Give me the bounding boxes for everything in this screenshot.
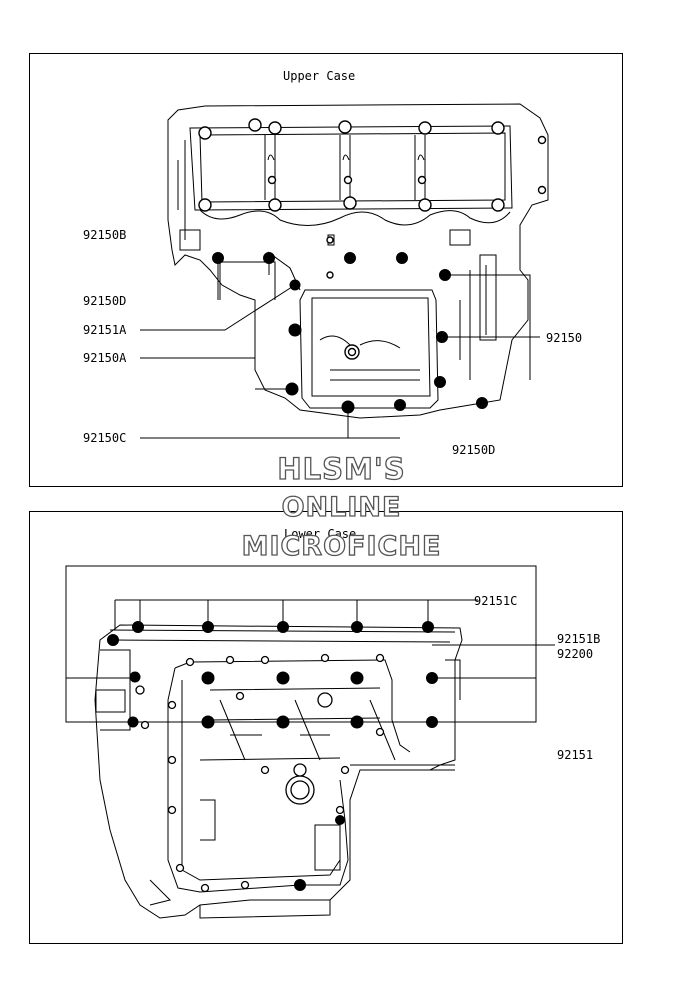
part-label-92150d: 92150D xyxy=(83,294,127,308)
part-label-92150b: 92150B xyxy=(83,228,127,242)
upper-case-title: Upper Case xyxy=(283,69,356,83)
part-label-92151a: 92151A xyxy=(83,323,127,337)
part-label-92150c: 92150C xyxy=(83,431,127,445)
upper-case-drawing xyxy=(167,103,549,419)
part-label-92150d-right: 92150D xyxy=(452,443,496,457)
lower-case-drawing xyxy=(65,565,545,919)
lower-case-title: Lower Case xyxy=(284,527,357,541)
watermark-line-2: ONLINE xyxy=(281,491,402,523)
lower-leader-lines xyxy=(470,599,555,646)
lower-bolt-holes xyxy=(135,653,385,893)
part-label-92150: 92150 xyxy=(546,331,583,345)
part-label-92151: 92151 xyxy=(557,748,594,762)
lower-bolts xyxy=(107,621,438,891)
watermark-line-1: HLSM'S xyxy=(277,451,406,486)
part-label-92150a: 92150A xyxy=(83,351,127,365)
upper-bolt-holes xyxy=(198,118,547,360)
part-label-92200: 92200 xyxy=(557,647,594,661)
part-label-92151b: 92151B xyxy=(557,632,601,646)
lower-case-panel xyxy=(29,511,623,944)
watermark-line-3: MICROFICHE xyxy=(241,530,442,562)
part-label-92151c: 92151C xyxy=(474,594,518,608)
upper-bolts xyxy=(212,252,488,414)
upper-case-panel xyxy=(29,53,623,487)
upper-leader-lines xyxy=(140,258,540,439)
